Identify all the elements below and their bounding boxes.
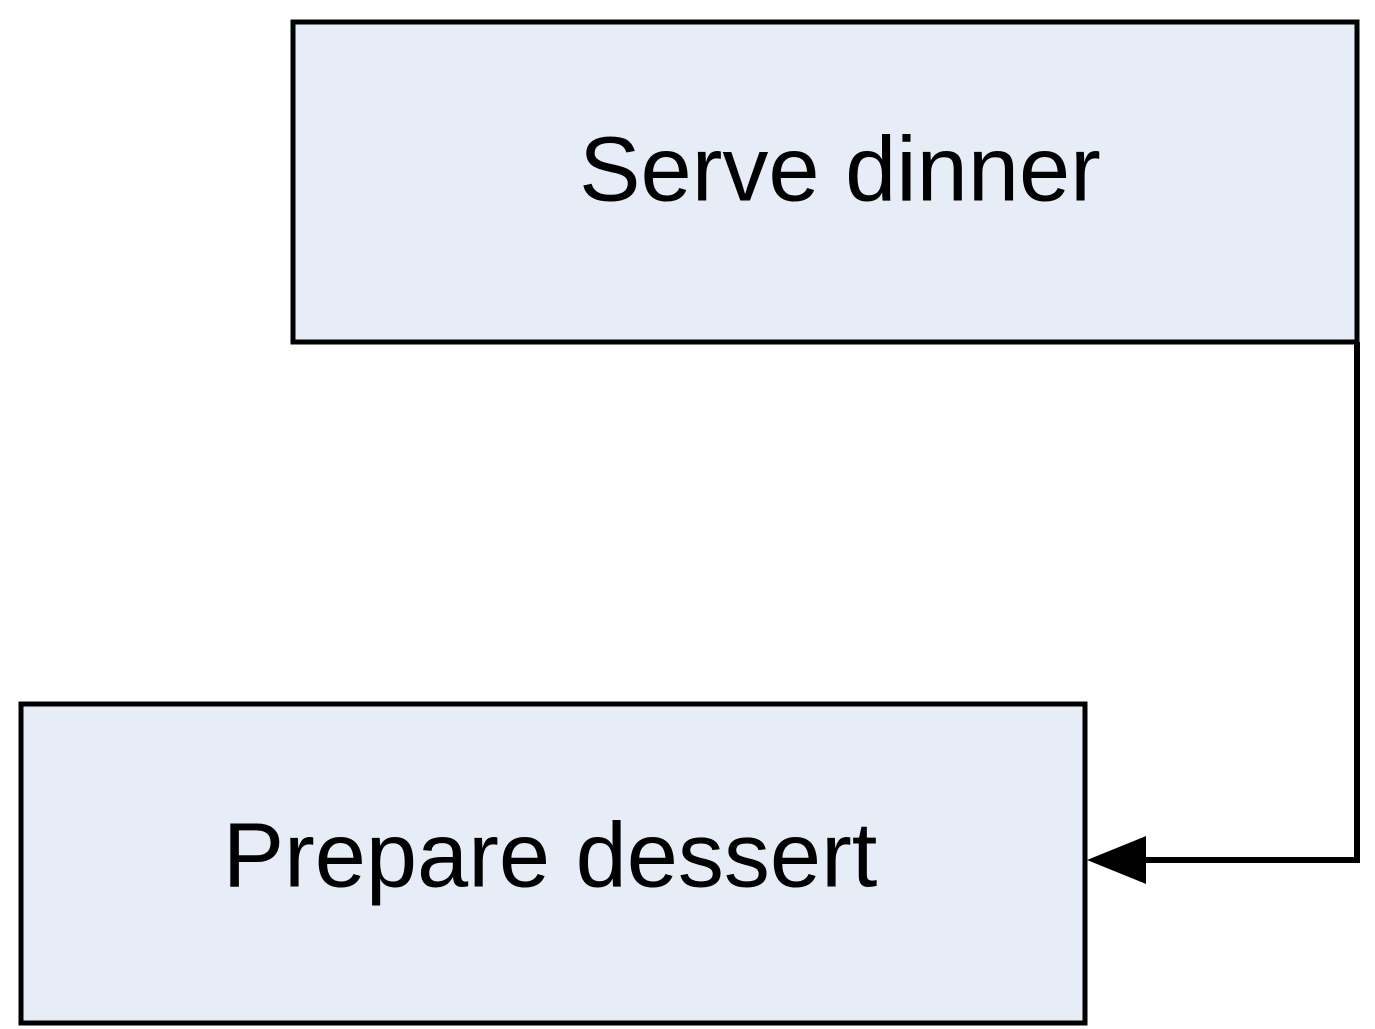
edge-serve-dinner-to-prepare-dessert [1087, 342, 1360, 884]
node-prepare-dessert-box [18, 701, 1088, 1026]
node-prepare-dessert: Prepare dessert [18, 701, 1088, 1026]
edge-connector-line [1140, 342, 1360, 863]
node-serve-dinner-box [290, 19, 1360, 345]
arrowhead-icon [1087, 836, 1146, 884]
node-serve-dinner: Serve dinner [290, 19, 1360, 345]
node-serve-dinner-label: Serve dinner [579, 118, 1101, 220]
node-prepare-dessert-label: Prepare dessert [223, 804, 878, 906]
